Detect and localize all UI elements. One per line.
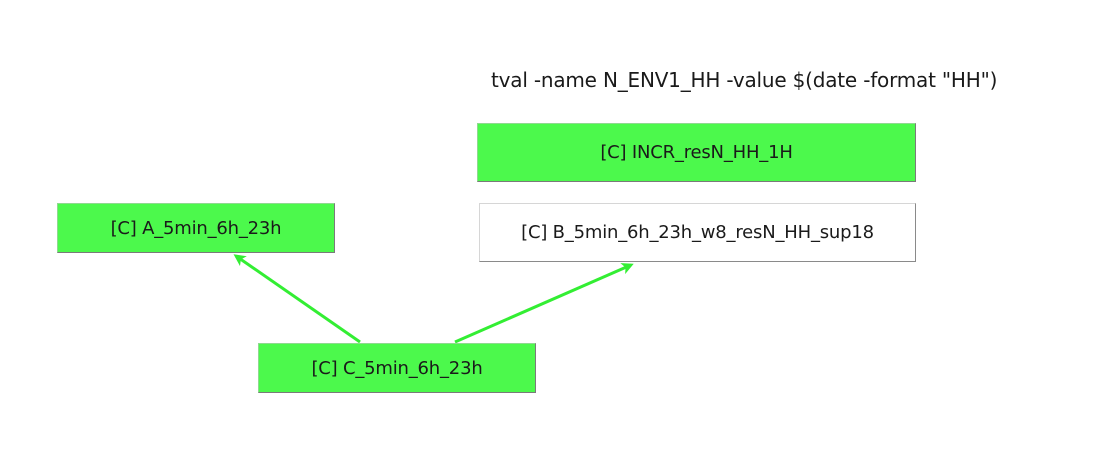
job-node-b-5min-6h-23h-w8[interactable]: [C] B_5min_6h_23h_w8_resN_HH_sup18 [479,203,916,262]
job-node-label: [C] A_5min_6h_23h [110,217,282,239]
edge-c-to-a-arrow [233,254,361,344]
command-annotation: tval -name N_ENV1_HH -value $(date -form… [491,68,998,92]
job-node-label: [C] C_5min_6h_23h [311,357,483,379]
job-node-a-5min-6h-23h[interactable]: [C] A_5min_6h_23h [57,203,335,253]
job-node-label: [C] INCR_resN_HH_1H [600,142,793,163]
job-node-c-5min-6h-23h[interactable]: [C] C_5min_6h_23h [258,343,536,393]
job-node-label: [C] B_5min_6h_23h_w8_resN_HH_sup18 [521,222,874,243]
edge-c-to-b-arrow [454,263,634,344]
job-node-incr-resn-hh-1h[interactable]: [C] INCR_resN_HH_1H [477,123,916,182]
